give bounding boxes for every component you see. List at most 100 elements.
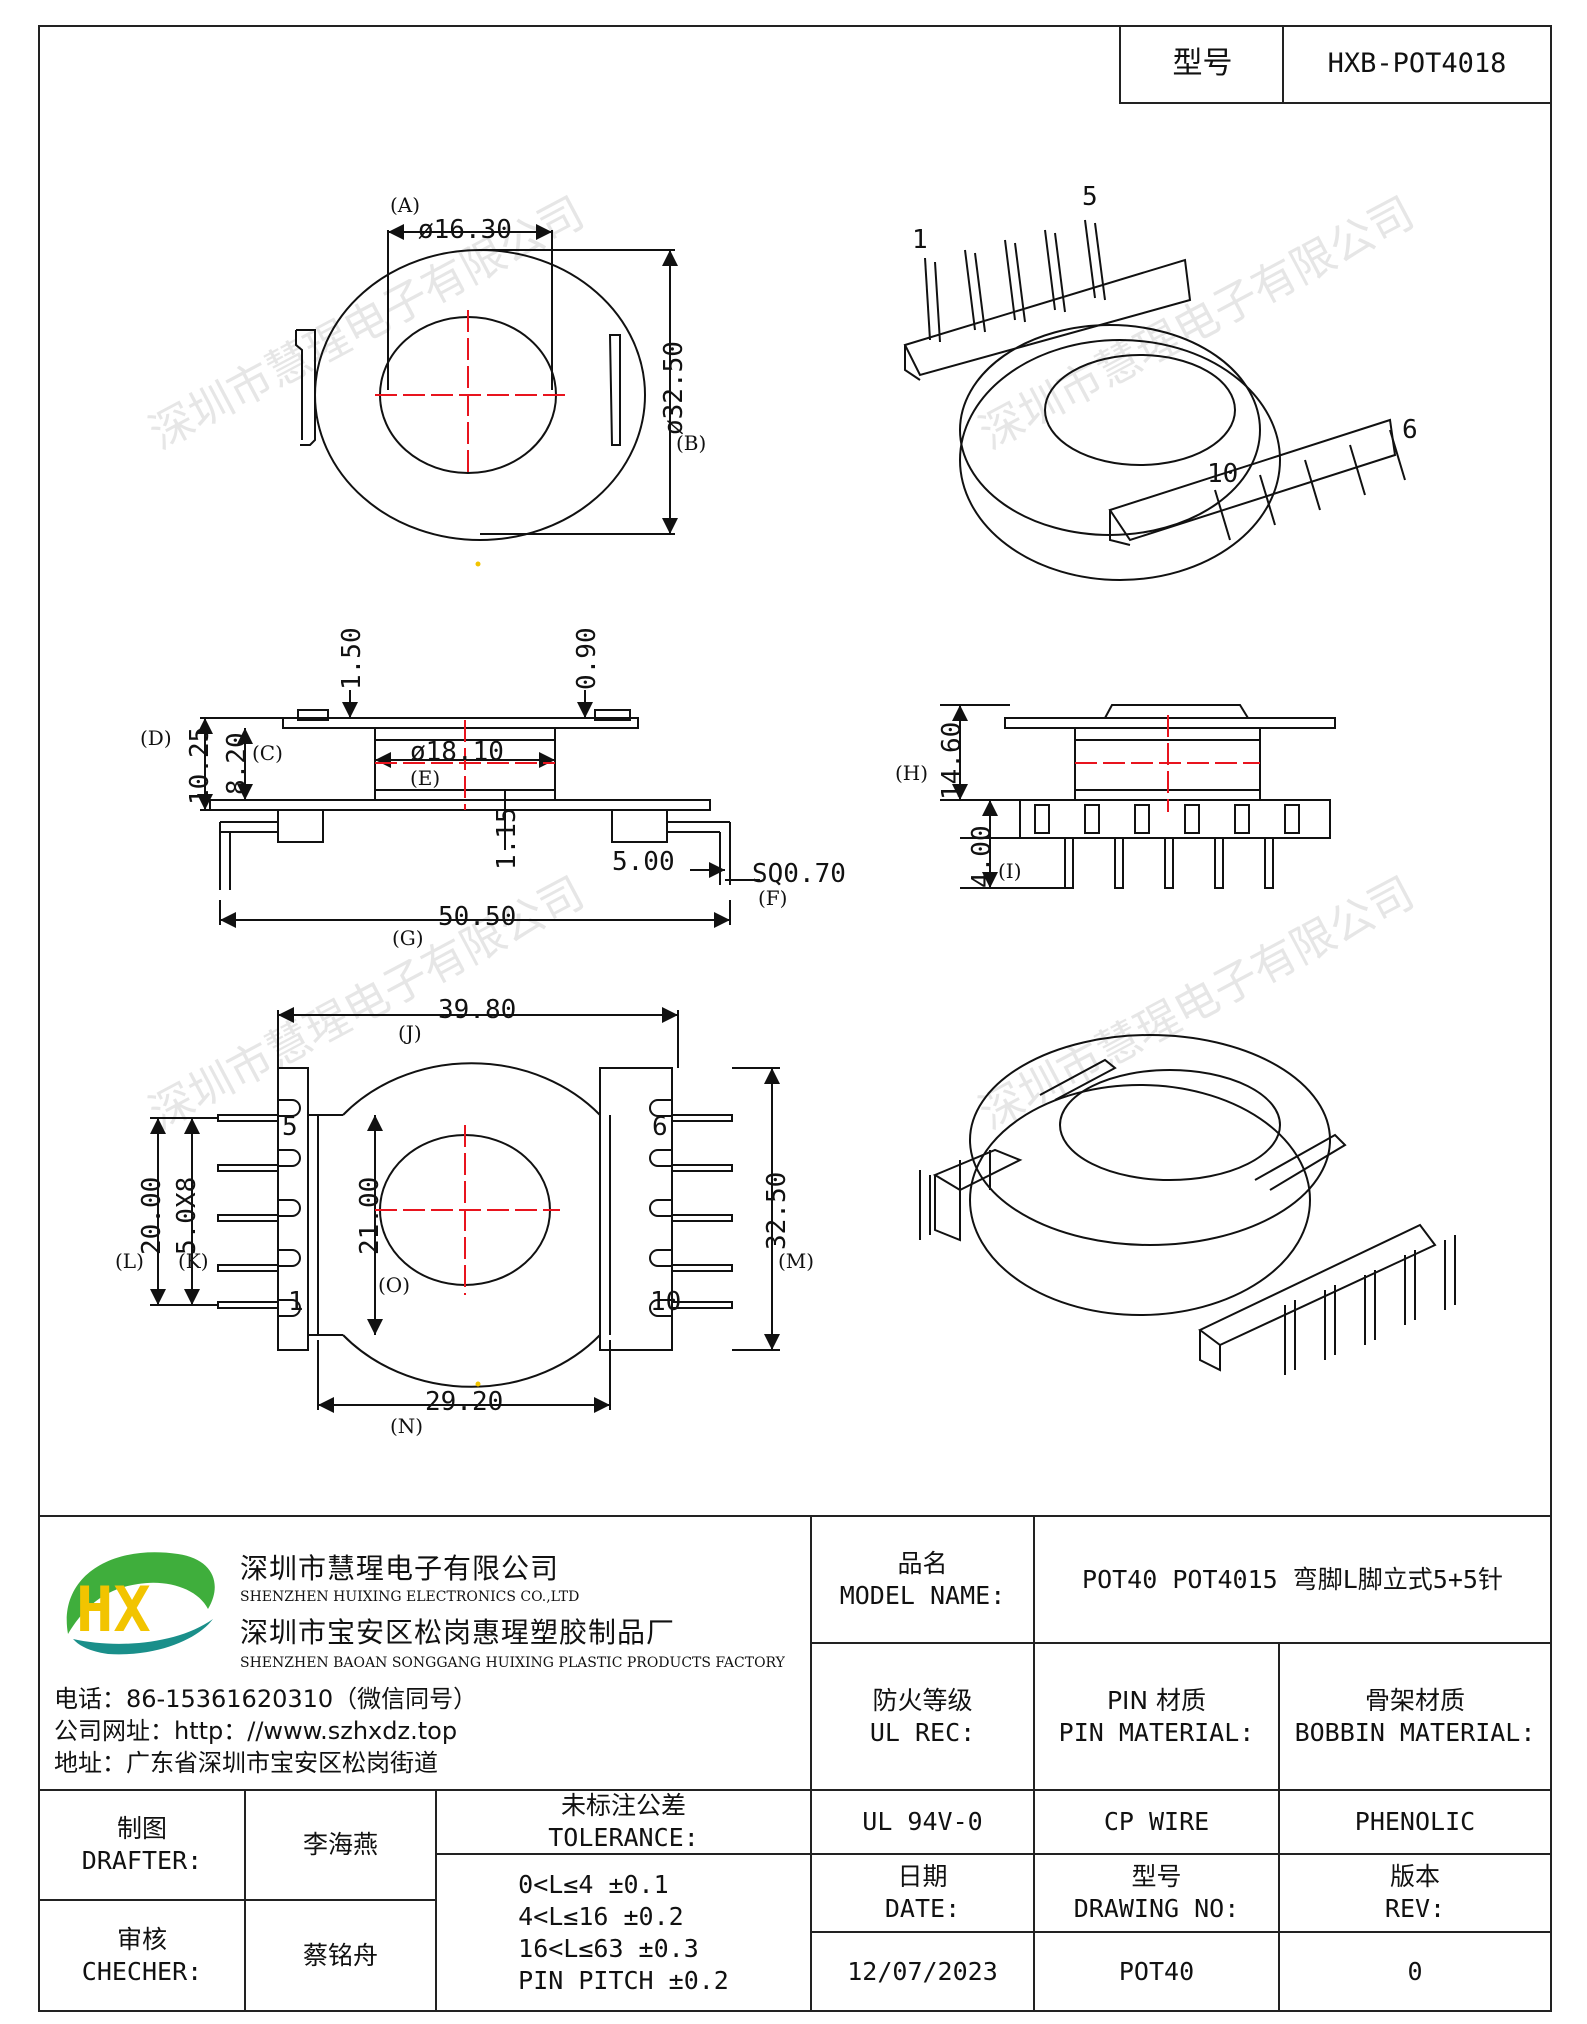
- label-h: (H): [895, 761, 928, 785]
- watermark-text: 深圳市慧瑆电子有限公司: [971, 867, 1422, 1139]
- model-name-cn: 品名: [897, 1548, 948, 1578]
- dim-j: 39.80: [438, 995, 516, 1025]
- iso-pin-1: 1: [912, 225, 928, 255]
- dim-n: 29.20: [425, 1387, 503, 1417]
- tolerance-line: PIN PITCH ±0.2: [518, 1965, 729, 1995]
- company-block: HX 深圳市慧瑆电子有限公司 SHENZHEN HUIXING ELECTRON…: [40, 1517, 810, 1777]
- bottom-pin-6: 6: [652, 1112, 668, 1142]
- dim-g: 50.50: [438, 902, 516, 932]
- tolerance-en: TOLERANCE:: [548, 1823, 699, 1852]
- drawing-no-label-cell: 型号 DRAWING NO:: [1033, 1853, 1280, 1933]
- bobbin-en: BOBBIN MATERIAL:: [1294, 1717, 1536, 1747]
- dim-l: 20.00: [137, 1177, 167, 1255]
- dim-h: 14.60: [937, 722, 967, 800]
- dim-b: ø32.50: [659, 341, 689, 435]
- label-a: (A): [390, 193, 420, 217]
- tolerance-label-cell: 未标注公差 TOLERANCE:: [435, 1789, 812, 1855]
- bottom-pin-10: 10: [650, 1287, 681, 1317]
- label-i: (I): [998, 859, 1022, 883]
- rev-value-cell: 0: [1278, 1931, 1552, 2012]
- iso-pin-10: 10: [1207, 459, 1238, 489]
- label-f: (F): [758, 886, 787, 910]
- title-block-top-line: [38, 1515, 1552, 1517]
- bottom-pin-1: 1: [288, 1287, 304, 1317]
- logo-letters: HX: [76, 1573, 151, 1646]
- ul-value: UL 94V-0: [862, 1807, 983, 1836]
- drawing-canvas: 深圳市慧瑆电子有限公司 深圳市慧瑆电子有限公司 深圳市慧瑆电子有限公司 深圳市慧…: [115, 182, 1456, 1438]
- company-name-cn: 深圳市慧瑆电子有限公司: [240, 1552, 560, 1585]
- date-en: DATE:: [884, 1894, 961, 1923]
- ul-label-cell: 防火等级 UL REC:: [810, 1642, 1035, 1791]
- tolerance-line: 4<L≤16 ±0.2: [518, 1901, 684, 1931]
- label-j: (J): [398, 1021, 422, 1045]
- ul-value-cell: UL 94V-0: [810, 1789, 1035, 1855]
- drafter-name-cell: 李海燕: [244, 1789, 437, 1901]
- date-value-cell: 12/07/2023: [810, 1931, 1035, 2012]
- factory-name-en: SHENZHEN BAOAN SONGGANG HUIXING PLASTIC …: [240, 1655, 785, 1671]
- model-name-en: MODEL NAME:: [839, 1580, 1006, 1610]
- rev-label-cell: 版本 REV:: [1278, 1853, 1552, 1933]
- model-value: HXB-POT4018: [1327, 47, 1507, 79]
- dim-i: 4.00: [967, 825, 997, 888]
- tolerance-line: 0<L≤4 ±0.1: [518, 1869, 669, 1899]
- company-website: 公司网址：http：//www.szhxdz.top: [54, 1717, 458, 1745]
- pin-cn: PIN 材质: [1106, 1685, 1207, 1715]
- label-g: (G): [392, 926, 424, 950]
- tolerance-values-cell: 0<L≤4 ±0.1 4<L≤16 ±0.2 16<L≤63 ±0.3 PIN …: [435, 1853, 812, 2012]
- dim-115: 1.15: [492, 807, 522, 870]
- drawing-value: POT40: [1118, 1956, 1195, 1986]
- iso-pin-5: 5: [1082, 182, 1098, 212]
- ul-en: UL REC:: [869, 1717, 976, 1747]
- bottom-pin-5: 5: [282, 1112, 298, 1142]
- model-name-label-cell: 品名 MODEL NAME:: [810, 1515, 1035, 1644]
- label-m: (M): [778, 1249, 814, 1273]
- date-label-cell: 日期 DATE:: [810, 1853, 1035, 1933]
- company-logo: HX: [66, 1552, 215, 1655]
- model-name-value: POT40 POT4015 弯脚L脚立式5+5针: [1082, 1564, 1503, 1594]
- drawing-en: DRAWING NO:: [1073, 1894, 1240, 1923]
- drawing-cn: 型号: [1131, 1862, 1182, 1891]
- bobbin-value: PHENOLIC: [1354, 1807, 1476, 1836]
- bobbin-value-cell: PHENOLIC: [1278, 1789, 1552, 1855]
- pin-en: PIN MATERIAL:: [1058, 1717, 1255, 1747]
- bottom-view: [150, 1007, 780, 1413]
- dim-k: 5.0X8: [172, 1177, 202, 1255]
- label-c: (C): [252, 741, 283, 765]
- factory-name-cn: 深圳市宝安区松岗惠瑆塑胶制品厂: [240, 1616, 676, 1649]
- label-b: (B): [676, 431, 706, 455]
- drafter-label-cell: 制图 DRAFTER:: [38, 1789, 246, 1901]
- dim-f: SQ0.70: [752, 859, 846, 889]
- dim-500: 5.00: [612, 847, 675, 877]
- label-e: (E): [410, 766, 440, 790]
- pin-material-label-cell: PIN 材质 PIN MATERIAL:: [1033, 1642, 1280, 1791]
- watermark-text: 深圳市慧瑆电子有限公司: [141, 867, 592, 1139]
- drafter-cn: 制图: [116, 1814, 167, 1843]
- model-label: 型号: [1172, 45, 1233, 81]
- watermark-text: 深圳市慧瑆电子有限公司: [971, 187, 1422, 459]
- label-k: (K): [178, 1249, 209, 1273]
- bobbin-material-label-cell: 骨架材质 BOBBIN MATERIAL:: [1278, 1642, 1552, 1791]
- pin-value-cell: CP WIRE: [1033, 1789, 1280, 1855]
- iso-pin-6: 6: [1402, 415, 1418, 445]
- model-name-value-cell: POT40 POT4015 弯脚L脚立式5+5针: [1033, 1515, 1552, 1644]
- label-d: (D): [140, 726, 172, 750]
- checker-name-cell: 蔡铭舟: [244, 1899, 437, 2012]
- iso-top-view: [903, 219, 1406, 581]
- company-name-en: SHENZHEN HUIXING ELECTRONICS CO.,LTD: [240, 1589, 580, 1605]
- dim-m: 32.50: [762, 1172, 792, 1250]
- checker-label-cell: 审核 CHECHER:: [38, 1899, 246, 2012]
- label-o: (O): [378, 1273, 410, 1297]
- drafter-en: DRAFTER:: [81, 1846, 203, 1875]
- company-phone: 电话：86-15361620310（微信同号）: [54, 1685, 478, 1713]
- company-address: 地址：广东省深圳市宝安区松岗街道: [54, 1749, 438, 1777]
- dim-c: 8.20: [222, 732, 252, 795]
- side-view: [197, 690, 760, 928]
- checker-name: 蔡铭舟: [302, 1940, 378, 1970]
- rev-cn: 版本: [1389, 1862, 1440, 1891]
- model-label-cell: 型号: [1119, 25, 1284, 104]
- drawing-no-value-cell: POT40: [1033, 1931, 1280, 2012]
- watermark-text: 深圳市慧瑆电子有限公司: [141, 187, 592, 459]
- iso-bottom-view: [919, 1034, 1456, 1375]
- top-view: [295, 224, 678, 567]
- dim-e: ø18.10: [410, 737, 504, 767]
